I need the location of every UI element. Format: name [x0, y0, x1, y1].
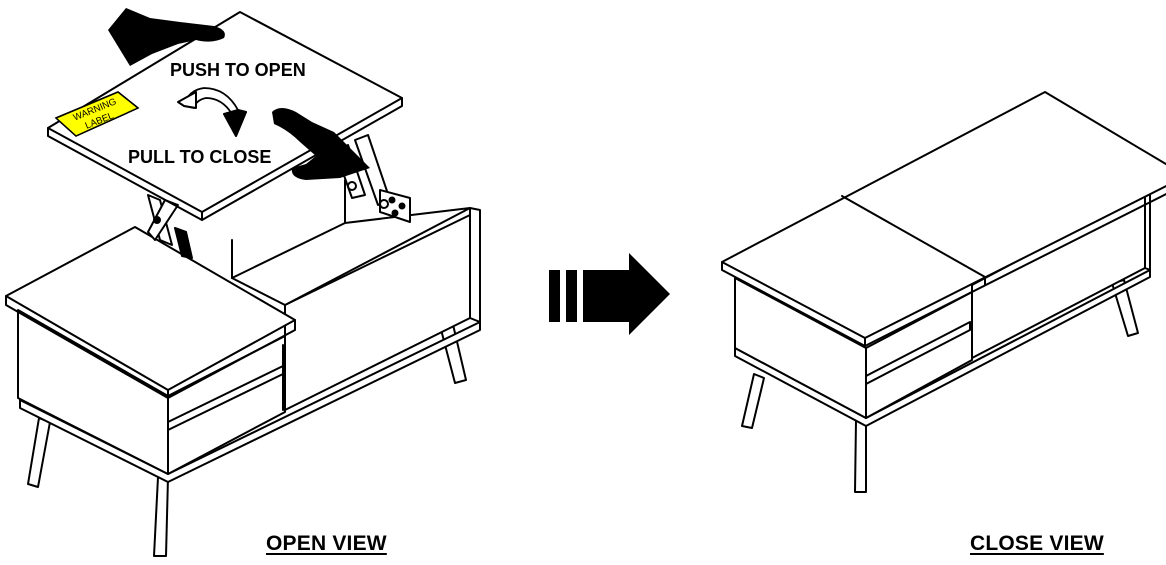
transition-arrow-icon — [549, 253, 670, 335]
close-view-shelf — [865, 321, 971, 385]
pull-hand-icon — [272, 108, 370, 180]
rotate-arrow-icon — [177, 87, 247, 137]
close-view-top — [721, 91, 1166, 339]
open-view-legs — [27, 315, 467, 557]
open-view-compartment — [231, 207, 471, 306]
push-hand-icon — [108, 8, 225, 66]
open-view-body-end — [469, 207, 481, 323]
close-view-table — [721, 91, 1166, 493]
close-view-caption: CLOSE VIEW — [970, 532, 1104, 555]
open-view-caption: OPEN VIEW — [266, 532, 387, 555]
pull-to-close-label: PULL TO CLOSE — [128, 147, 271, 167]
close-view-top-seam — [841, 195, 986, 278]
push-to-open-label: PUSH TO OPEN — [170, 60, 306, 80]
open-view-table — [5, 11, 481, 557]
lift-mechanism-left — [147, 194, 193, 259]
